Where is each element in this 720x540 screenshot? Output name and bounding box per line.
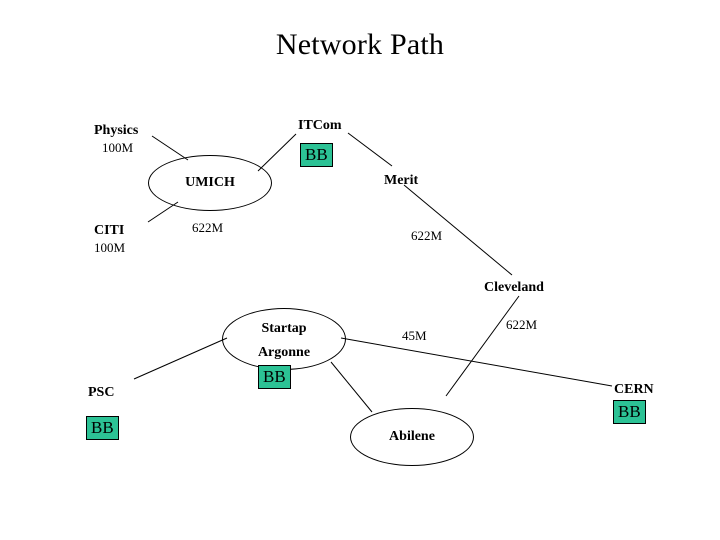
edge-startap-cern bbox=[340, 337, 613, 387]
rate-physics: 100M bbox=[102, 140, 134, 155]
node-umich[interactable]: UMICH bbox=[148, 155, 272, 211]
node-psc[interactable]: PSC bbox=[88, 385, 115, 400]
rate-citi: 100M bbox=[94, 240, 126, 255]
edge-umich-itcom bbox=[257, 133, 297, 172]
rate-startap: 45M bbox=[402, 328, 427, 343]
node-label-umich: UMICH bbox=[185, 175, 235, 190]
bb-cern[interactable]: BB bbox=[613, 400, 646, 424]
node-merit[interactable]: Merit bbox=[384, 173, 419, 188]
node-itcom[interactable]: ITCom bbox=[298, 118, 342, 133]
node-label-abilene: Abilene bbox=[389, 429, 435, 444]
node-physics[interactable]: Physics bbox=[94, 123, 139, 138]
edge-psc-startap bbox=[133, 337, 228, 380]
node-citi[interactable]: CITI bbox=[94, 223, 125, 238]
node-label2-startap: Argonne bbox=[257, 345, 311, 360]
node-label-startap: Startap bbox=[261, 321, 307, 336]
edge-cleveland-abilene bbox=[445, 295, 520, 397]
rate-merit: 622M bbox=[411, 228, 443, 243]
node-cern[interactable]: CERN bbox=[614, 382, 654, 397]
edge-merit-cleveland bbox=[403, 184, 513, 276]
bb-startap[interactable]: BB bbox=[258, 365, 291, 389]
page-title: Network Path bbox=[275, 28, 445, 61]
bb-itcom[interactable]: BB bbox=[300, 143, 333, 167]
rate-umich: 622M bbox=[192, 220, 224, 235]
edge-itcom-merit bbox=[347, 132, 393, 167]
rate-cleveland: 622M bbox=[506, 317, 538, 332]
node-abilene[interactable]: Abilene bbox=[350, 408, 474, 466]
edge-physics-umich bbox=[151, 135, 189, 161]
bb-psc[interactable]: BB bbox=[86, 416, 119, 440]
node-cleveland[interactable]: Cleveland bbox=[484, 280, 544, 295]
edge-startap-abilene bbox=[330, 361, 373, 413]
